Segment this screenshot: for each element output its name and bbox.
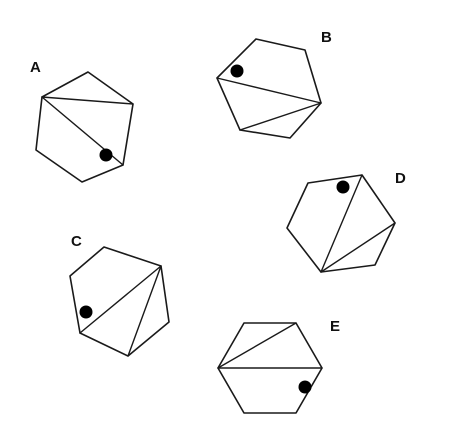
option-d-label: D <box>395 170 406 187</box>
option-d[interactable]: D <box>286 170 406 273</box>
option-b-label: B <box>321 29 332 46</box>
option-c-diagonal-2 <box>127 265 162 357</box>
option-e-marker-dot <box>298 380 312 394</box>
option-d-diagonal-2 <box>320 222 396 273</box>
option-c-label: C <box>71 233 82 250</box>
option-c[interactable]: C <box>69 233 170 357</box>
option-e[interactable]: E <box>217 318 340 414</box>
option-a-marker-dot <box>99 148 113 162</box>
option-c-hexagon <box>69 246 170 357</box>
option-b-diagonal-1 <box>216 77 322 104</box>
option-b-diagonal-2 <box>239 102 322 131</box>
option-c-marker-dot <box>79 305 93 319</box>
option-b-hexagon <box>216 38 322 139</box>
option-a[interactable]: A <box>30 59 134 183</box>
option-c-diagonal-1 <box>79 265 162 334</box>
option-e-label: E <box>330 318 340 335</box>
option-e-diagonal-1 <box>217 322 297 369</box>
option-a-diagonal-1 <box>41 96 134 105</box>
option-d-diagonal-1 <box>320 174 363 273</box>
option-b[interactable]: B <box>216 29 332 139</box>
option-a-label: A <box>30 59 41 76</box>
option-a-hexagon <box>35 71 134 183</box>
option-b-marker-dot <box>230 64 244 78</box>
option-d-marker-dot <box>336 180 350 194</box>
